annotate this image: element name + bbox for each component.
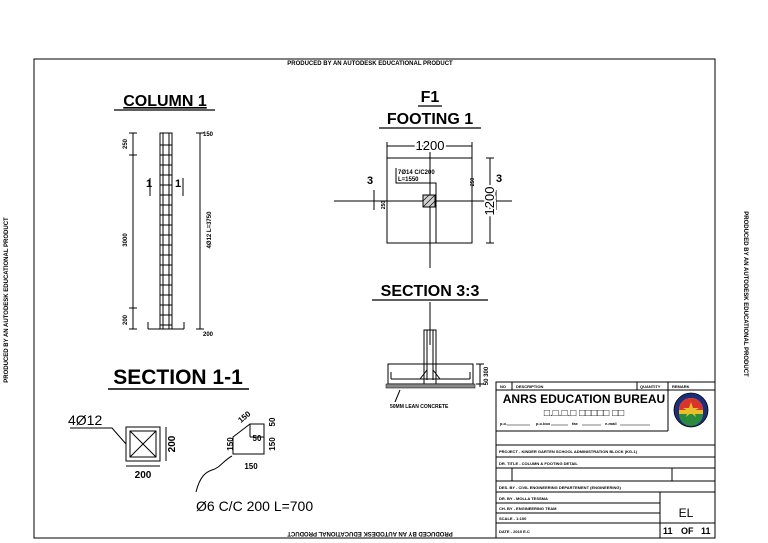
tb-contact-box: p.o.box [536, 421, 551, 426]
section33-title: SECTION 3:3 [381, 283, 480, 300]
footing-rebar-line1: 7Ø14 C/C200 [398, 170, 435, 176]
section33-lean-concrete: 50MM LEAN CONCRETE [390, 404, 449, 410]
column-elevation [129, 132, 204, 330]
column-title: COLUMN 1 [123, 93, 207, 110]
section11-stirrup-dim-4: 150 [268, 437, 277, 451]
column-dim-bot: 200 [123, 314, 129, 325]
watermark-bottom: PRODUCED BY AN AUTODESK EDUCATIONAL PROD… [287, 530, 453, 536]
section11-stirrup-dim-5: 150 [226, 437, 235, 451]
column-rebar-label: 4Ø12 L=3750 [207, 211, 213, 249]
tb-header-quantity: QUANTITY [640, 384, 661, 389]
footing-length: 1200 [482, 187, 497, 216]
section11-stirrup-dim-2: 50 [253, 434, 262, 443]
column-cut-mark-right: 1 [175, 178, 181, 190]
section11-detail [70, 423, 265, 493]
footing-width: 1200 [416, 138, 445, 153]
tb-scale: SCALE - 1:100 [499, 516, 527, 521]
tb-contact-email: e-mail [605, 421, 617, 426]
tb-dr-by: DR. BY - MOLLA TESSMA [499, 496, 548, 501]
column-dim-right-bot: 200 [203, 332, 214, 338]
section11-width: 200 [135, 470, 152, 481]
title-block [495, 381, 716, 539]
sheet-frame [33, 58, 716, 539]
footing-title: FOOTING 1 [387, 111, 473, 128]
tb-header-no: NO [500, 384, 506, 389]
tb-org-sub: □.□.□.□ □□□□□ □□ [544, 408, 624, 419]
footing-column-hatch [422, 194, 436, 208]
tb-project: PROJECT - KINDER GARTEN SCHOOL ADMINISTR… [499, 449, 638, 454]
footing-cut-mark-right: 3 [496, 173, 502, 185]
tb-sheet-no: 11 [663, 526, 673, 536]
footing-small-dim-b: 250 [470, 178, 476, 187]
tb-contact-fax: fax [572, 421, 579, 426]
tb-des-by: DES. BY - CIVIL ENGINEERING DEPARTEMENT … [499, 485, 621, 490]
footing-rebar-line2: L=1550 [398, 177, 419, 183]
footing-cut-mark-left: 3 [367, 175, 373, 187]
tb-contact-po: p.o. [500, 421, 507, 426]
section11-stirrup-dim-6: 150 [244, 462, 258, 471]
tb-ch-by: CH. BY - ENGINEERING TEAM [499, 506, 557, 511]
tb-drawing-title: DR. TITLE - COLUMN & FOOTING DETAIL [499, 461, 578, 466]
footing-small-dim-a: 250 [381, 201, 387, 210]
tb-org: ANRS EDUCATION BUREAU [503, 392, 665, 406]
tb-sheet-total: 11 [701, 526, 711, 536]
watermark-top: PRODUCED BY AN AUTODESK EDUCATIONAL PROD… [287, 61, 453, 67]
footing-code: F1 [421, 89, 440, 106]
section11-stirrup-dim-3: 50 [268, 417, 277, 426]
section11-bars: 4Ø12 [68, 412, 102, 428]
section11-title: SECTION 1-1 [113, 366, 243, 389]
section11-stirrup-dim-1: 150 [236, 409, 252, 425]
tb-date: DATE - 2010 E.C [499, 529, 530, 534]
tb-sheet-of: OF [681, 526, 694, 536]
ethiopian-emblem [673, 392, 709, 428]
column-dim-mid: 3000 [123, 233, 129, 247]
tb-header-description: DESCRIPTION [516, 384, 543, 389]
column-dim-right-top: 150 [203, 132, 214, 138]
section33-height-dim: 50 300 [484, 366, 490, 385]
section33-lean-concrete-strip [385, 383, 476, 389]
tb-sheet-code: EL [679, 506, 694, 520]
watermark-right: PRODUCED BY AN AUTODESK EDUCATIONAL PROD… [742, 211, 748, 377]
watermark-left: PRODUCED BY AN AUTODESK EDUCATIONAL PROD… [4, 217, 10, 383]
column-cut-mark-left: 1 [146, 178, 152, 190]
section11-stirrup-label: Ø6 C/C 200 L=700 [196, 498, 313, 514]
column-dim-top: 250 [123, 138, 129, 149]
section11-height: 200 [167, 435, 178, 452]
tb-header-remark: REMARK [672, 384, 690, 389]
